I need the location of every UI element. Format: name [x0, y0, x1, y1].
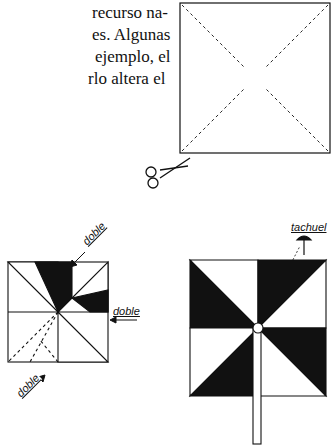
body-text-line: rlo altera el [88, 70, 165, 87]
tack-icon [297, 236, 311, 255]
body-text-line: ejemplo, el [95, 48, 171, 65]
fold-label: doble [112, 306, 141, 317]
paper-square [180, 3, 330, 153]
body-text-line: es. Algunas [92, 26, 170, 43]
fold-label: doble [80, 220, 108, 248]
body-text-line: recurso na- [92, 4, 168, 21]
fold-label: doble [14, 372, 42, 400]
finished-pinwheel [190, 246, 326, 444]
tack-label: tachuel [290, 222, 327, 233]
fold-arrow [30, 252, 137, 390]
scissors-icon [146, 158, 190, 188]
folding-step [8, 262, 108, 362]
